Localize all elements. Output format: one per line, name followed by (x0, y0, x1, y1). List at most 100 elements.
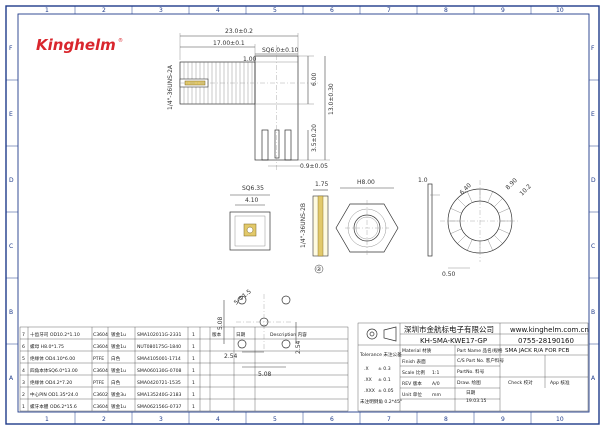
bom-material: C3604 (93, 332, 108, 338)
bom-code: SMA4105001-1714 (137, 356, 181, 362)
zone-left-C: C (9, 243, 13, 250)
bom-table: 7 十齿牙司 OD10.2*1.10 C3604 镀金1u SMA102011G… (19, 326, 349, 412)
part-callout-2: ② (316, 266, 322, 273)
label-customer-part-no: C/S Part No. 客户料号 (457, 357, 505, 364)
dim-total-height: 13.0±0.30 (328, 83, 335, 115)
zone-bottom-2: 2 (102, 416, 106, 423)
bom-code: SMA060130G-0708 (137, 368, 182, 374)
bom-qty: 1 (192, 392, 195, 398)
bom-finish: 镀金1u (111, 343, 126, 350)
bom-part: 中心PIN OD1.35*24.0 (30, 391, 78, 398)
zone-left-A: A (9, 375, 14, 382)
bom-row: 6 螺母 H8.0*1.75 C3604 镀金1u NUT080175G-184… (22, 343, 195, 350)
bom-no: 1 (22, 404, 25, 410)
sheet-border-inner (17, 13, 590, 413)
bom-qty: 1 (192, 368, 195, 374)
part-description: SMA JACK R/A FOR PCB (505, 348, 570, 354)
bom-part: 十齿牙司 OD10.2*1.10 (30, 331, 80, 338)
zone-right-D: D (591, 177, 596, 184)
zone-right-B: B (591, 309, 595, 316)
company-website: www.kinghelm.com.cn (510, 326, 589, 334)
bom-finish: 镀金1u (111, 367, 126, 374)
label-finish: Finish 表面 (402, 358, 426, 365)
dim-pin-diameter: 0.9±0.05 (300, 163, 328, 170)
zone-markers: 1 2 3 4 5 6 7 8 9 10 1 2 3 4 5 6 7 8 9 1… (6, 6, 599, 424)
zone-bottom-1: 1 (45, 416, 49, 423)
zone-top-3: 3 (159, 7, 163, 14)
label-date: 日期 (466, 390, 476, 396)
zone-top-10: 10 (556, 7, 564, 14)
label-drawn: Draw. 绘图 (457, 379, 481, 386)
zone-bottom-10: 10 (556, 416, 564, 423)
bom-row: 4 四角本体SQ6.0*13.00 C3604 镀金1u SMA060130G-… (22, 367, 195, 374)
company-phone: 0755-28190160 (518, 337, 574, 345)
label-check: Check 校对 (508, 379, 533, 386)
dim-washer-gap: 0.50 (442, 271, 456, 278)
dim-thread-spec-jack: 1/4"-36UNS-2B (300, 203, 307, 248)
dim-square-body: SQ6.0±0.10 (262, 47, 299, 54)
dim-length-overall: 23.0±0.2 (225, 28, 253, 35)
bom-code: SMA062156G-0737 (137, 404, 182, 410)
zone-bottom-4: 4 (216, 416, 220, 423)
dim-pcb-vertical: 5.08 (217, 316, 224, 330)
dim-pcb-half-horizontal: 2.54 (224, 353, 238, 360)
zone-top-9: 9 (501, 7, 505, 14)
tol-x-label: .X (364, 366, 369, 372)
zone-left-F: F (9, 45, 13, 52)
bom-qty: 1 (192, 344, 195, 350)
zone-right-A: A (591, 375, 596, 382)
zone-bottom-3: 3 (159, 416, 163, 423)
top-zone-ticks (6, 6, 599, 424)
tol-notes: 未注明倒角 0.2*45° (360, 398, 402, 405)
bom-part: 绝缘体 OD4.2*7.20 (30, 379, 72, 386)
zone-top-1: 1 (45, 7, 49, 14)
nut-side-view: 1.75 1/4"-36UNS-2B ② (300, 181, 329, 274)
bom-finish: 白色 (111, 379, 121, 386)
value-scale: 1:1 (432, 370, 439, 376)
side-view-drawing: 23.0±0.2 17.00±0.1 SQ6.0±0.10 1.00 6.00 … (167, 28, 335, 170)
bom-material: C3604 (93, 368, 108, 374)
dim-body-height: 6.00 (311, 72, 318, 86)
bom-row: 1 螺牙本體 OD6.2*15.6 C3604 镀金1u SMA062156G-… (22, 403, 195, 410)
zone-top-6: 6 (330, 7, 334, 14)
zone-right-F: F (591, 45, 595, 52)
tol-xx-value: ± 0.1 (378, 377, 391, 383)
zone-left-E: E (9, 111, 13, 118)
label-part-name: Part Name 品名/规格 (457, 347, 503, 354)
bom-header-desc: Description 内容 (270, 331, 307, 338)
bom-material: C3604 (93, 344, 108, 350)
bom-part: 螺牙本體 OD6.2*15.6 (30, 403, 77, 410)
zone-bottom-6: 6 (330, 416, 334, 423)
dim-thread-spec-plug: 1/4"-36UNS-2A (167, 64, 174, 110)
zone-bottom-5: 5 (273, 416, 277, 423)
zone-left-B: B (9, 309, 13, 316)
title-block: 深圳市金航标电子有限公司 www.kinghelm.com.cn KH-SMA-… (357, 322, 589, 412)
kinghelm-logo: Kinghelm ® (36, 36, 123, 54)
value-date: 19.03.15 (466, 398, 487, 404)
dim-nut-thickness: 1.75 (315, 181, 329, 188)
bom-no: 7 (22, 332, 25, 338)
zone-bottom-7: 7 (387, 416, 391, 423)
bom-row: 7 十齿牙司 OD10.2*1.10 C3604 镀金1u SMA102011G… (22, 331, 195, 338)
bom-part: 绝缘体 OD4.10*6.00 (30, 355, 75, 362)
bom-qty: 1 (192, 404, 195, 410)
pcb-pin-center (274, 129, 280, 159)
label-part-no: PartNo. 料号 (457, 368, 485, 375)
zone-top-2: 2 (102, 7, 106, 14)
zone-right-C: C (591, 243, 595, 250)
zone-bottom-9: 9 (501, 416, 505, 423)
bom-code: SMA0420721-1535 (137, 380, 181, 386)
bom-no: 2 (22, 392, 25, 398)
bom-code: NUT080175G-1840 (137, 344, 181, 350)
nut-front-view: H8.00 (335, 179, 399, 256)
dim-square-bottom: SQ6.35 (242, 185, 264, 192)
bom-material: C3604 (93, 404, 108, 410)
label-unit: Unit 单位 (402, 391, 422, 398)
bom-material: C3602 (93, 392, 108, 398)
dim-pin-length: 3.5±0.20 (311, 124, 318, 152)
tol-xxx-label: .XXX (364, 388, 375, 394)
bom-no: 5 (22, 356, 25, 362)
bottom-view-square: SQ6.35 4.10 (229, 185, 271, 251)
zone-right-E: E (591, 111, 595, 118)
